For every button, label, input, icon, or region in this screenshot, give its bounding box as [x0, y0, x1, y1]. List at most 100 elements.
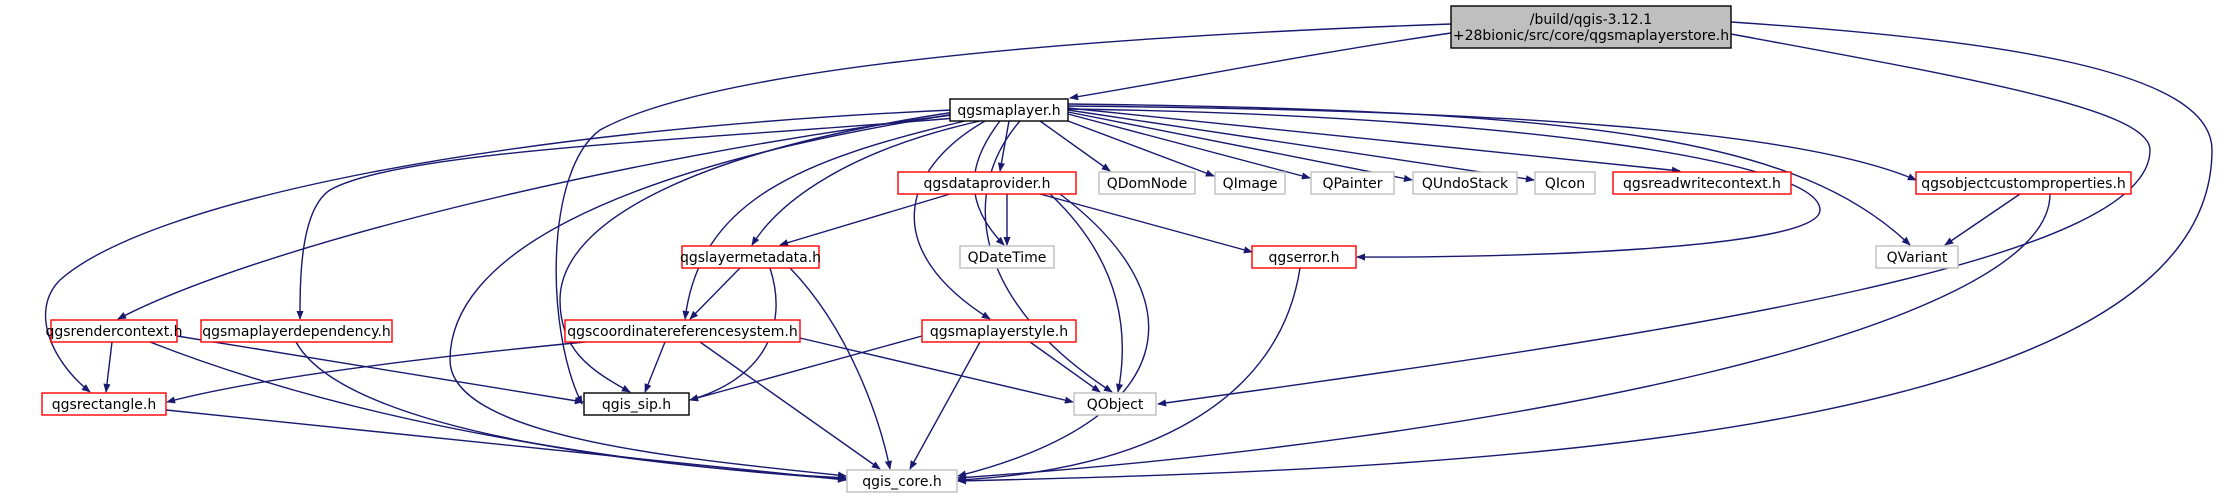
- node-box-qvariant: [1875, 245, 1959, 269]
- node-label-qdomnode: QDomNode: [1107, 176, 1188, 192]
- node-label-qgsdataprovider: qgsdataprovider.h: [924, 176, 1051, 192]
- edge-qgsmaplayer-to-qvariant: [1067, 103, 1911, 246]
- edge-qgsmaplayer-to-qgsrectangle: [44, 109, 953, 393]
- node-box-qgsrendercontext: [50, 319, 178, 343]
- node-box-qgserror: [1251, 245, 1357, 269]
- node-box-qpainter: [1310, 171, 1395, 195]
- node-label-root-1: /build/qgis-3.12.1: [1530, 12, 1652, 28]
- edge-root-to-qgsmaplayer: [1069, 32, 1452, 101]
- edge-root-to-qobject: [1157, 33, 2151, 407]
- node-box-root: [1450, 5, 1732, 49]
- edge-qgsmaplayerstyle-to-qgis_core: [909, 341, 981, 470]
- node-box-qgsrectangle: [41, 392, 167, 416]
- edge-qgsmaplayerdependency-to-qgis_core: [295, 341, 847, 482]
- edge-qgsmaplayer-to-qgis_core: [449, 113, 956, 479]
- node-qgis_core[interactable]: qgis_core.h: [846, 469, 958, 493]
- node-label-qgis_sip: qgis_sip.h: [602, 397, 671, 413]
- node-label-qobject: QObject: [1087, 397, 1144, 413]
- node-qvariant[interactable]: QVariant: [1875, 245, 1959, 269]
- edge-qgscoordinatereferencesystem-to-qgis_core: [699, 341, 881, 470]
- node-label-qgserror: qgserror.h: [1269, 250, 1340, 266]
- node-label-qgslayermetadata: qgslayermetadata.h: [680, 250, 821, 266]
- edge-qgsmaplayerstyle-to-qobject: [1029, 341, 1101, 393]
- edge-qgslayermetadata-to-qgscoordinatereferencesystem: [689, 267, 741, 320]
- edge-qgsrendercontext-to-qgis_sip: [176, 335, 584, 405]
- edge-qgslayermetadata-to-qgis_sip: [689, 267, 777, 402]
- edge-qgsobjectcustomproperties-to-qvariant: [1944, 193, 2021, 246]
- node-qgis_sip[interactable]: qgis_sip.h: [583, 392, 690, 416]
- node-qdatetime[interactable]: QDateTime: [959, 245, 1055, 269]
- node-label-qgsreadwritecontext: qgsreadwritecontext.h: [1623, 176, 1781, 192]
- edge-qgsmaplayerstyle-to-qgis_sip: [689, 335, 923, 402]
- node-qpainter[interactable]: QPainter: [1310, 171, 1395, 195]
- edge-qgsmaplayer-to-qgserror: [1067, 108, 1821, 261]
- node-box-qicon: [1534, 171, 1596, 195]
- node-qgslayermetadata[interactable]: qgslayermetadata.h: [680, 245, 821, 269]
- node-qicon[interactable]: QIcon: [1534, 171, 1596, 195]
- node-label-qimage: QImage: [1223, 176, 1278, 192]
- node-qgsreadwritecontext[interactable]: qgsreadwritecontext.h: [1612, 171, 1792, 195]
- edge-qgscoordinatereferencesystem-to-qobject: [799, 337, 1074, 404]
- node-qgsobjectcustomproperties[interactable]: qgsobjectcustomproperties.h: [1915, 171, 2132, 195]
- edge-qgsmaplayer-to-qgsmaplayerdependency: [296, 117, 956, 320]
- node-box-qgsmaplayer: [949, 98, 1069, 122]
- node-qgsrectangle[interactable]: qgsrectangle.h: [41, 392, 167, 416]
- node-label-qgsmaplayerstyle: qgsmaplayerstyle.h: [930, 324, 1068, 340]
- node-box-qgsreadwritecontext: [1612, 171, 1792, 195]
- node-label-qgscoordinatereferencesystem: qgscoordinatereferencesystem.h: [567, 324, 798, 340]
- node-qgsrendercontext[interactable]: qgsrendercontext.h: [45, 319, 183, 343]
- edge-qgslayermetadata-to-qgis_core: [789, 267, 892, 470]
- edge-qgsrectangle-to-qgis_core: [165, 409, 847, 483]
- edge-qgsmaplayer-to-qimage: [1059, 117, 1215, 177]
- node-box-qgis_core: [846, 469, 958, 493]
- node-label-qundostack: QUndoStack: [1422, 176, 1509, 192]
- edge-qgscoordinatereferencesystem-to-qgis_sip: [644, 341, 666, 393]
- node-qdomnode[interactable]: QDomNode: [1098, 171, 1196, 195]
- node-root: /build/qgis-3.12.1+28bionic/src/core/qgs…: [1450, 5, 1732, 49]
- node-box-qundostack: [1412, 171, 1518, 195]
- edge-qgserror-to-qgis_core: [957, 267, 1301, 484]
- node-qgsdataprovider[interactable]: qgsdataprovider.h: [897, 171, 1077, 195]
- node-qgsmaplayer[interactable]: qgsmaplayer.h: [949, 98, 1069, 122]
- node-label-qvariant: QVariant: [1887, 250, 1948, 266]
- edge-qgscoordinatereferencesystem-to-qgsrectangle: [166, 341, 586, 404]
- node-box-qgsmaplayerdependency: [200, 319, 393, 343]
- node-label-qicon: QIcon: [1545, 176, 1585, 192]
- node-qgserror[interactable]: qgserror.h: [1251, 245, 1357, 269]
- edge-qgsmaplayer-to-qgscoordinatereferencesystem: [682, 120, 966, 320]
- edge-qgsmaplayer-to-qdomnode: [1039, 120, 1111, 172]
- node-box-qdatetime: [959, 245, 1055, 269]
- node-qobject[interactable]: QObject: [1073, 392, 1157, 416]
- node-box-qgsdataprovider: [897, 171, 1077, 195]
- node-box-qgscoordinatereferencesystem: [564, 319, 801, 343]
- edge-qgsmaplayer-to-qgsdataprovider: [997, 120, 1010, 172]
- node-label-qgsrendercontext: qgsrendercontext.h: [45, 324, 182, 340]
- node-label-qgsrectangle: qgsrectangle.h: [52, 397, 156, 413]
- edge-qgsdataprovider-to-qgslayermetadata: [779, 193, 951, 247]
- edge-qgsmaplayer-to-qgsrendercontext: [117, 114, 953, 320]
- edge-qgsmaplayer-to-qgslayermetadata: [751, 120, 981, 246]
- node-qgscoordinatereferencesystem[interactable]: qgscoordinatereferencesystem.h: [564, 319, 801, 343]
- edge-qgsmaplayer-to-qpainter: [1067, 113, 1311, 180]
- edge-qgsmaplayer-to-qgsreadwritecontext: [1067, 107, 1681, 174]
- node-box-qimage: [1214, 171, 1286, 195]
- node-qundostack[interactable]: QUndoStack: [1412, 171, 1518, 195]
- edge-qgsobjectcustomproperties-to-qgis_core: [957, 193, 2051, 482]
- node-box-qobject: [1073, 392, 1157, 416]
- edge-qgsrendercontext-to-qgis_core: [149, 341, 847, 483]
- edge-qgsmaplayer-to-qgsmaplayerstyle: [913, 120, 991, 320]
- edge-qgsdataprovider-to-qgserror: [1039, 193, 1253, 254]
- edge-qgsdataprovider-to-qobject: [1049, 193, 1124, 393]
- node-qgsmaplayerstyle[interactable]: qgsmaplayerstyle.h: [921, 319, 1077, 343]
- node-label-qgsmaplayerdependency: qgsmaplayerdependency.h: [202, 324, 391, 340]
- edge-qgsmaplayer-to-qgsobjectcustomproperties: [1067, 105, 1917, 181]
- node-qimage[interactable]: QImage: [1214, 171, 1286, 195]
- edge-root-to-qgis_sip: [555, 23, 1452, 405]
- node-qgsmaplayerdependency[interactable]: qgsmaplayerdependency.h: [200, 319, 393, 343]
- edge-qgsmaplayer-to-qicon: [1067, 109, 1535, 183]
- edge-qgsmaplayer-to-qundostack: [1067, 111, 1413, 182]
- node-box-qgis_sip: [583, 392, 690, 416]
- node-box-qdomnode: [1098, 171, 1196, 195]
- edge-qgsrendercontext-to-qgsrectangle: [103, 341, 113, 393]
